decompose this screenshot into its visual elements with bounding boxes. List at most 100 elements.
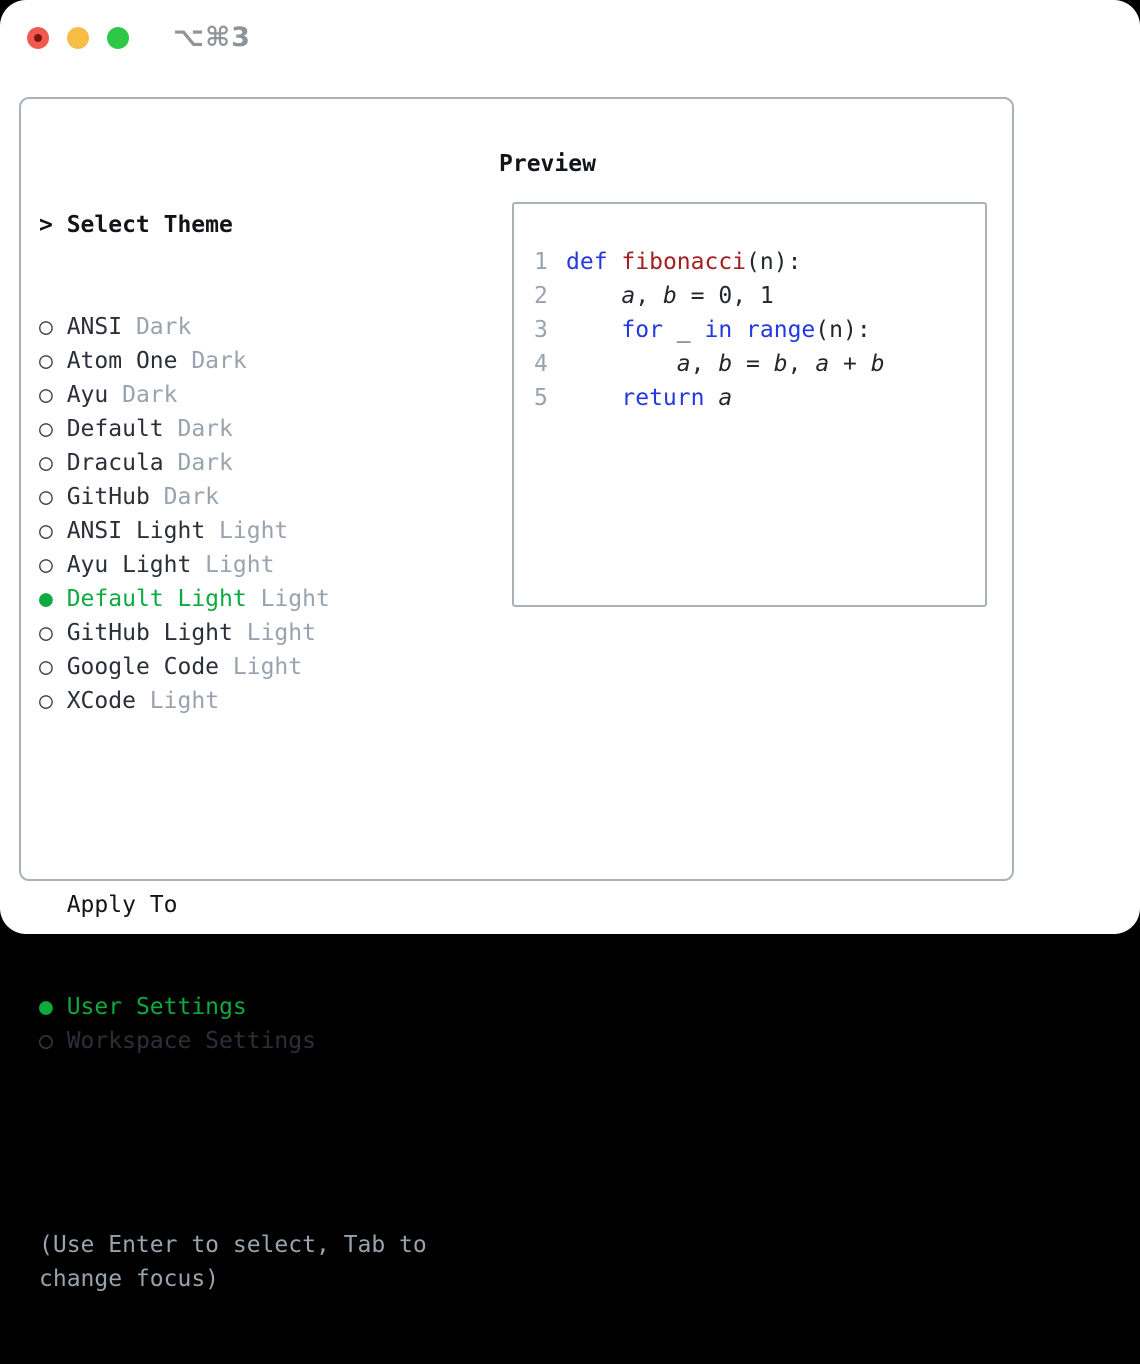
left-column: >Select Theme ○ ANSI Dark○ Atom One Dark… (39, 140, 459, 1364)
code-line: 2 a, b = 0, 1 (534, 279, 985, 313)
token-plain (704, 385, 718, 411)
token-keyword: in (704, 317, 733, 343)
option-label: Workspace Settings (66, 1028, 316, 1054)
option-variant-tag: Light (205, 518, 289, 544)
option-label: Ayu (66, 382, 109, 408)
select-theme-title: Select Theme (66, 212, 233, 238)
option-label: XCode (66, 688, 136, 714)
radio-icon: ○ (39, 314, 67, 340)
apply-to-header: Apply To (66, 892, 178, 918)
option-label: User Settings (66, 994, 247, 1020)
app-window: ⌥⌘3 >Select Theme ○ ANSI Dark○ Atom One … (0, 0, 1140, 1292)
apply-to-option[interactable]: ○ Workspace Settings (39, 1024, 459, 1058)
token-plain: (n): (746, 249, 802, 275)
theme-option[interactable]: ○ Dracula Dark (39, 446, 459, 480)
theme-option[interactable]: ○ Atom One Dark (39, 344, 459, 378)
radio-selected-icon: ● (39, 994, 67, 1020)
option-label: GitHub Light (66, 620, 233, 646)
token-plain (608, 249, 622, 275)
option-variant-tag: Dark (149, 484, 220, 510)
option-label: Dracula (66, 450, 164, 476)
window-shortcut-label: ⌥⌘3 (173, 22, 251, 53)
option-label: GitHub (66, 484, 150, 510)
token-plain: , (787, 351, 816, 377)
theme-option[interactable]: ○ Default Dark (39, 412, 459, 446)
token-plain (732, 317, 746, 343)
select-theme-header: > Select Theme (39, 208, 459, 242)
option-variant-tag: Dark (122, 314, 192, 340)
radio-icon: ○ (39, 382, 67, 408)
theme-menu: ○ ANSI Dark○ Atom One Dark○ Ayu Dark○ De… (39, 310, 459, 718)
token-plain: = (732, 351, 774, 377)
option-variant-tag: Dark (177, 348, 247, 374)
close-button[interactable] (27, 27, 49, 49)
radio-icon: ○ (39, 620, 67, 646)
radio-icon: ○ (39, 518, 67, 544)
token-plain: + (829, 351, 871, 377)
spacer (534, 415, 985, 449)
line-number: 1 (534, 249, 548, 275)
token-variable: a (676, 351, 691, 377)
token-variable: b (773, 351, 788, 377)
radio-icon: ○ (39, 552, 67, 578)
theme-option[interactable]: ○ Google Code Light (39, 650, 459, 684)
theme-option[interactable]: ○ XCode Light (39, 684, 459, 718)
minimize-button[interactable] (67, 27, 89, 49)
token-variable: b (718, 351, 733, 377)
zoom-button[interactable] (107, 27, 129, 49)
option-variant-tag: Light (219, 654, 303, 680)
code-line: 3 for _ in range(n): (534, 313, 985, 347)
theme-option[interactable]: ○ GitHub Dark (39, 480, 459, 514)
line-number: 4 (534, 351, 548, 377)
prompt-icon: > (39, 212, 53, 238)
line-number: 2 (534, 283, 548, 309)
option-label: Default Light (66, 586, 247, 612)
token-plain (566, 351, 677, 377)
line-number: 5 (534, 385, 548, 411)
token-plain: , (690, 351, 719, 377)
theme-option[interactable]: ○ ANSI Dark (39, 310, 459, 344)
token-function: fibonacci (621, 249, 747, 275)
option-label: Atom One (66, 348, 178, 374)
token-plain (566, 385, 621, 411)
token-keyword: return (621, 385, 705, 411)
theme-selector-panel: >Select Theme ○ ANSI Dark○ Atom One Dark… (19, 97, 1014, 1292)
radio-icon: ○ (39, 450, 67, 476)
option-variant-tag: Dark (163, 416, 233, 442)
code-line: 5 return a (534, 381, 985, 415)
option-variant-tag: Light (232, 620, 316, 646)
token-plain (566, 283, 621, 309)
option-variant-tag: Light (135, 688, 220, 714)
token-plain (566, 317, 621, 343)
keyboard-hint: (Use Enter to select, Tab to change focu… (39, 1232, 427, 1292)
option-variant-tag: Dark (163, 450, 233, 476)
token-variable: b (870, 351, 885, 377)
theme-option[interactable]: ● Default Light Light (39, 582, 459, 616)
radio-icon: ○ (39, 1028, 67, 1054)
theme-option[interactable]: ○ ANSI Light Light (39, 514, 459, 548)
radio-icon: ○ (39, 416, 67, 442)
token-keyword: for (621, 317, 663, 343)
option-label: ANSI (66, 314, 123, 340)
theme-option[interactable]: ○ Ayu Light Light (39, 548, 459, 582)
radio-icon: ○ (39, 688, 67, 714)
theme-option[interactable]: ○ GitHub Light Light (39, 616, 459, 650)
option-label: Default (66, 416, 164, 442)
theme-option[interactable]: ○ Ayu Dark (39, 378, 459, 412)
token-variable: b (662, 283, 677, 309)
token-plain: (n): (815, 317, 871, 343)
option-variant-tag: Light (191, 552, 275, 578)
option-label: Google Code (66, 654, 220, 680)
token-plain: = 0, 1 (676, 283, 774, 309)
radio-icon: ○ (39, 654, 67, 680)
line-number: 3 (534, 317, 548, 343)
apply-to-option[interactable]: ● User Settings (39, 990, 459, 1024)
preview-title: Preview (499, 151, 596, 177)
option-label: Ayu Light (66, 552, 192, 578)
radio-icon: ○ (39, 484, 67, 510)
radio-icon: ○ (39, 348, 67, 374)
code-line: 4 a, b = b, a + b (534, 347, 985, 381)
option-variant-tag: Light (246, 586, 330, 612)
